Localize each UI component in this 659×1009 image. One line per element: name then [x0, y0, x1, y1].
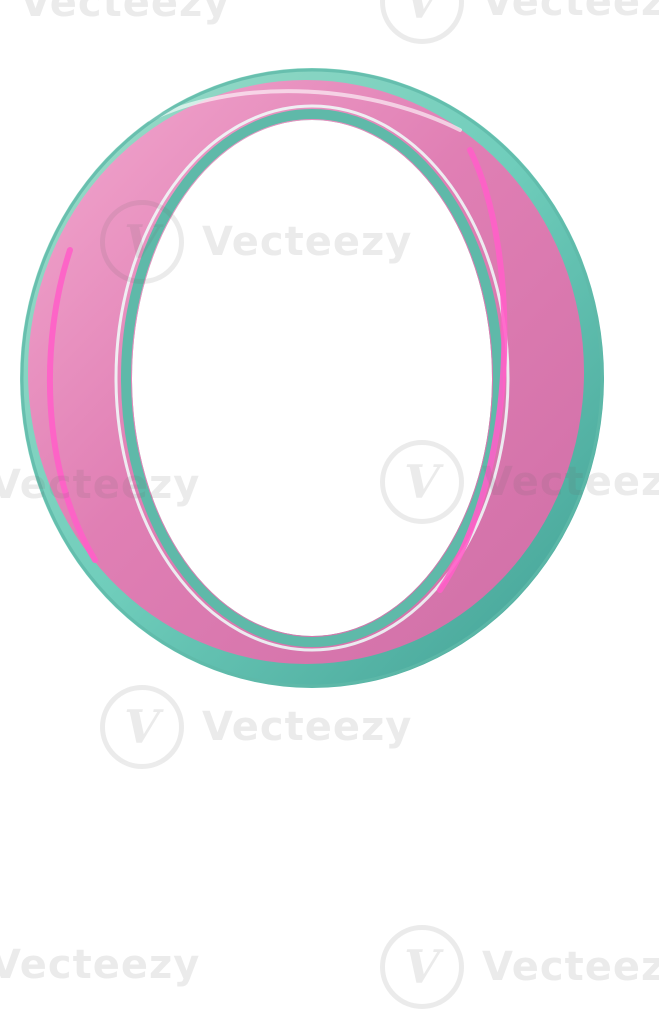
outer-edge-line [20, 68, 604, 688]
inner-bevel-highlight [114, 104, 510, 652]
magenta-highlight-left [46, 247, 98, 563]
letter-o-graphic [20, 68, 604, 688]
white-gloss-top [148, 89, 462, 132]
letter-face [28, 80, 584, 664]
inner-bevel [121, 109, 503, 647]
magenta-highlight-right [437, 147, 508, 593]
